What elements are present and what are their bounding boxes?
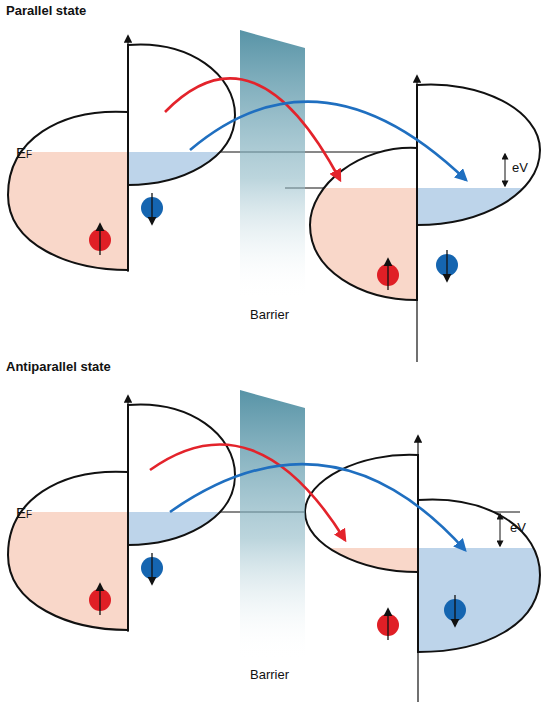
left-electrode (8, 36, 235, 272)
antiparallel-panel (8, 390, 540, 702)
bias-label: eV (512, 161, 528, 176)
spin-up-tunnelling (165, 78, 340, 180)
spin-down-tunnelling (170, 464, 465, 550)
right-electrode (310, 76, 540, 362)
barrier-label: Barrier (250, 308, 289, 323)
tunnel-barrier (240, 30, 305, 300)
fermi-level-label: EF (16, 142, 32, 161)
left-electrode (8, 396, 235, 632)
tunnel-barrier (240, 390, 305, 660)
barrier-label: Barrier (250, 668, 289, 683)
spin-down-tunnelling (190, 102, 466, 180)
fermi-level-label: EF (16, 502, 32, 521)
panel-heading: Parallel state (6, 4, 86, 19)
bias-label: eV (510, 521, 526, 536)
right-electrode (305, 436, 540, 702)
spin-up-tunnelling (150, 444, 345, 540)
parallel-panel (8, 30, 540, 362)
panel-heading: Antiparallel state (6, 360, 111, 375)
